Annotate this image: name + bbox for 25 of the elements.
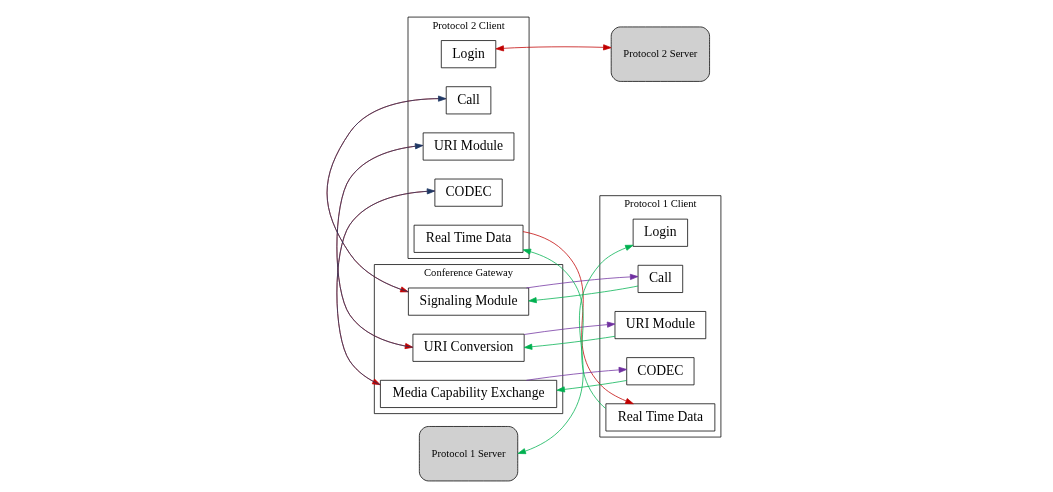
node-box: CODEC (434, 178, 503, 207)
arrow (522, 248, 606, 409)
arrow (525, 366, 627, 381)
node-box: URI Module (614, 311, 706, 340)
arrow (523, 321, 615, 335)
node-box: Real Time Data (413, 224, 523, 253)
arrow (527, 285, 638, 304)
node-box: Protocol 1 Server (418, 426, 518, 482)
node-box: Signaling Module (407, 287, 529, 316)
node-box: Media Capability Exchange (379, 379, 557, 408)
node-box: Login (632, 218, 688, 247)
arrow (556, 380, 627, 393)
node-box: Protocol 2 Server (610, 26, 710, 82)
node-box: Real Time Data (605, 403, 715, 432)
arrow (525, 273, 638, 289)
node-box: CODEC (625, 357, 694, 386)
node-box: URI Conversion (412, 333, 525, 362)
arrow (523, 335, 615, 350)
node-box: Login (440, 40, 496, 69)
arrow (517, 244, 633, 455)
node-box: Call (637, 264, 683, 293)
node-box: Call (445, 86, 491, 115)
node-box: URI Module (422, 132, 514, 161)
arrow (522, 231, 634, 405)
arrow (495, 44, 611, 52)
